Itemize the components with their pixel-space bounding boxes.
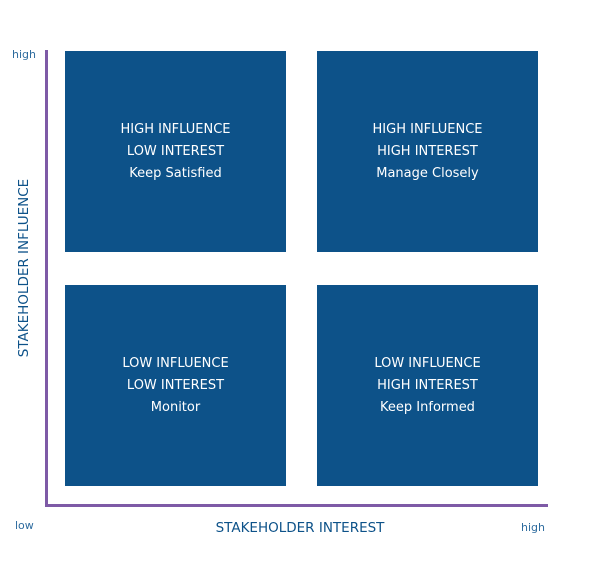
quadrant-influence: HIGH INFLUENCE: [120, 121, 231, 137]
quadrant-influence: LOW INFLUENCE: [122, 355, 229, 371]
quadrant-monitor: LOW INFLUENCE LOW INTEREST Monitor: [65, 285, 286, 486]
quadrant-strategy: Keep Informed: [380, 399, 475, 415]
quadrant-strategy: Manage Closely: [376, 165, 479, 181]
x-axis-low-tick: low: [15, 519, 34, 532]
quadrant-manage-closely: HIGH INFLUENCE HIGH INTEREST Manage Clos…: [317, 51, 538, 252]
y-axis-line: [45, 50, 48, 507]
quadrant-interest: HIGH INTEREST: [377, 377, 478, 393]
x-axis-line: [45, 504, 548, 507]
quadrant-interest: LOW INTEREST: [126, 377, 225, 393]
x-axis-high-tick: high: [521, 521, 545, 534]
quadrant-keep-satisfied: HIGH INFLUENCE LOW INTEREST Keep Satisfi…: [65, 51, 286, 252]
quadrant-strategy: Keep Satisfied: [129, 165, 222, 181]
x-axis-label: STAKEHOLDER INTEREST: [215, 520, 385, 536]
quadrant-strategy: Monitor: [150, 399, 201, 415]
y-axis-label: STAKEHOLDER INFLUENCE: [16, 178, 32, 358]
quadrant-influence: HIGH INFLUENCE: [372, 121, 483, 137]
quadrant-interest: LOW INTEREST: [126, 143, 225, 159]
y-axis-high-tick: high: [12, 48, 36, 61]
quadrant-keep-informed: LOW INFLUENCE HIGH INTEREST Keep Informe…: [317, 285, 538, 486]
quadrant-influence: LOW INFLUENCE: [374, 355, 481, 371]
quadrant-interest: HIGH INTEREST: [377, 143, 478, 159]
